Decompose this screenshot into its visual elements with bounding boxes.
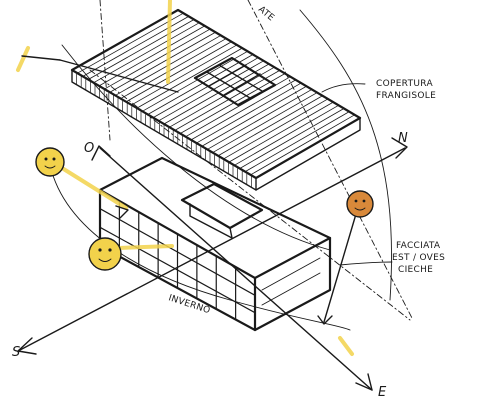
- axis-north: N: [398, 131, 408, 146]
- north-arrowhead: [391, 137, 408, 159]
- louvre-slat: [77, 12, 184, 74]
- arrow-icon: [21, 55, 61, 61]
- ray-arrows: [21, 55, 357, 325]
- roof-front-edge: [255, 117, 361, 191]
- west-arrowhead: [91, 145, 111, 161]
- louvre-slat: [147, 54, 254, 115]
- louvre-slat: [98, 25, 205, 87]
- louvre-slat: [190, 79, 296, 141]
- ray-roof: [166, 0, 172, 84]
- louvre-slat: [125, 41, 232, 103]
- cover-label-line-1: COPERTURA: [376, 79, 433, 89]
- south-arrowhead: [17, 337, 37, 355]
- louvre-slat: [82, 16, 189, 77]
- skylight-mullion-4: [223, 73, 261, 96]
- louvre-slat: [223, 98, 329, 160]
- building-east-face: [253, 236, 332, 332]
- louvre-slat: [234, 104, 339, 166]
- skylight-mullion-3: [208, 64, 247, 87]
- louvre-slat: [158, 60, 264, 122]
- louvre-slat: [207, 89, 313, 150]
- east-face-detail: [261, 257, 321, 306]
- summer-path-line: [247, 0, 413, 319]
- ray-winter-2: [116, 244, 174, 250]
- arrow-icon: [59, 59, 179, 93]
- ray-bottom: [338, 336, 354, 356]
- louvre-slat: [180, 73, 286, 134]
- louvre-hatching: [76, 12, 355, 188]
- louvre-slat: [104, 28, 211, 90]
- louvre-slat: [174, 70, 280, 131]
- sun-icon: [35, 147, 65, 177]
- louvre-slat: [239, 108, 345, 169]
- louvre-slat: [244, 111, 350, 172]
- facade-leader: [339, 261, 393, 266]
- axis-south: S: [12, 345, 20, 360]
- east-arrowhead: [355, 373, 373, 391]
- skylight-mullion-1: [206, 71, 251, 99]
- arrow-icon: [115, 205, 129, 219]
- louvre-slat: [131, 44, 238, 106]
- summer-arc: [299, 9, 392, 301]
- axis-west: O: [84, 141, 94, 156]
- facade-label-line-3: CIECHE: [398, 265, 433, 275]
- ray-winter-1: [60, 166, 128, 210]
- louvre-slat: [120, 38, 227, 99]
- louvre-slat: [142, 50, 248, 112]
- roof-shading-panel: [70, 8, 362, 191]
- skylight-mullion-2: [218, 64, 263, 92]
- louvre-slat: [196, 82, 302, 144]
- louvre-slat: [163, 63, 270, 125]
- facade-label-line-1: FACCIATA: [396, 241, 441, 251]
- sun-rays: [16, 0, 354, 356]
- sun-icon: [88, 237, 122, 271]
- cover-label-line-2: FRANGISOLE: [376, 91, 436, 101]
- arrow-icon: [317, 315, 333, 325]
- cover-leader: [321, 83, 366, 93]
- louvre-slat: [250, 114, 355, 176]
- courtyard-inner-wall: [189, 203, 233, 239]
- louvre-slat: [136, 47, 243, 109]
- louvre-slat: [217, 95, 323, 157]
- winter-label: INVERNO: [167, 293, 211, 316]
- louvre-slat: [201, 85, 307, 147]
- courtyard-opening: [180, 182, 264, 230]
- facade-grid: [99, 201, 256, 320]
- louvre-slat: [88, 19, 195, 80]
- skylight: [193, 56, 277, 107]
- building-volume: [98, 156, 332, 332]
- louvre-slat: [93, 22, 200, 84]
- facade-transom: [99, 208, 256, 296]
- louvre-slat: [109, 31, 216, 93]
- louvre-slat: [228, 101, 334, 163]
- axis-east: E: [378, 385, 387, 400]
- facade-label-line-2: EST / OVES: [392, 253, 445, 263]
- facade-transom: [99, 226, 256, 314]
- arrow-icon: [323, 213, 357, 323]
- louvre-slat: [212, 92, 318, 153]
- louvre-slat: [169, 66, 275, 128]
- sun-icon: [346, 190, 374, 218]
- ray-top-left: [16, 46, 30, 72]
- sun-path-arc: [49, 164, 351, 331]
